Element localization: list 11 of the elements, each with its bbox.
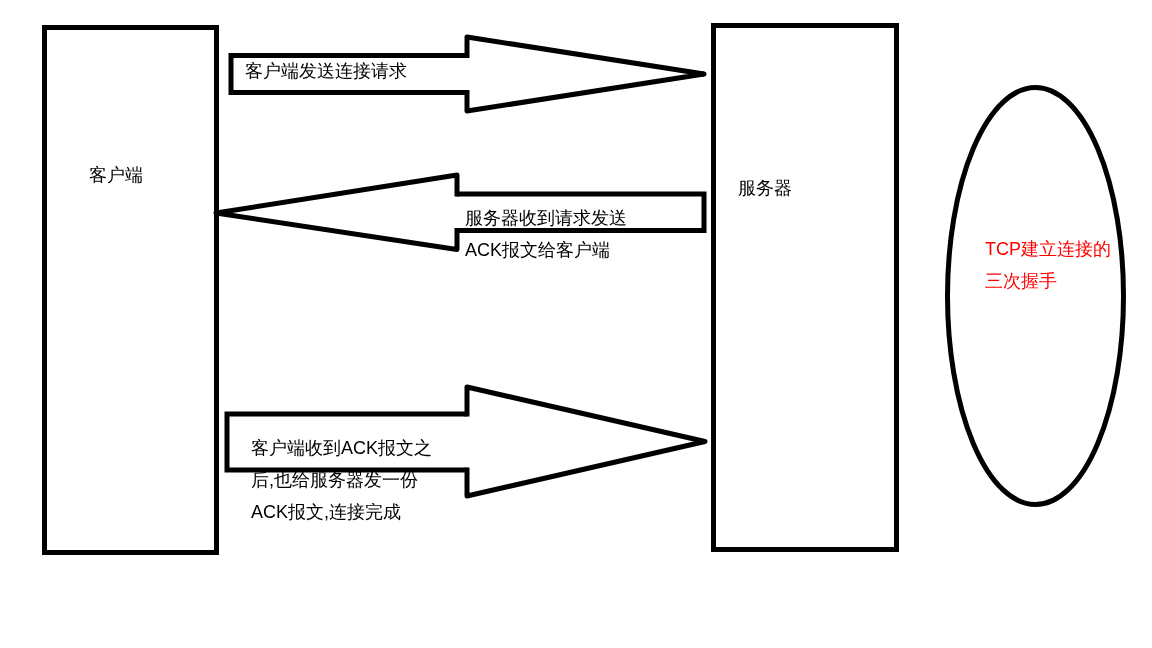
node-label: TCP建立连接的三次握手 xyxy=(985,238,1112,293)
edge-label: 客户端发送连接请求 xyxy=(245,60,407,83)
block-arrow xyxy=(224,384,708,499)
edge-label: 服务器收到请求发送ACK报文给客户端 xyxy=(465,207,628,262)
node-label: 客户端 xyxy=(89,164,143,187)
process-box xyxy=(711,23,899,552)
process-box xyxy=(42,25,219,555)
node-label: 服务器 xyxy=(738,177,792,200)
block-arrow xyxy=(228,34,707,114)
ellipse-shape xyxy=(945,85,1126,507)
edge-label: 客户端收到ACK报文之后,也给服务器发一份ACK报文,连接完成 xyxy=(251,437,433,524)
